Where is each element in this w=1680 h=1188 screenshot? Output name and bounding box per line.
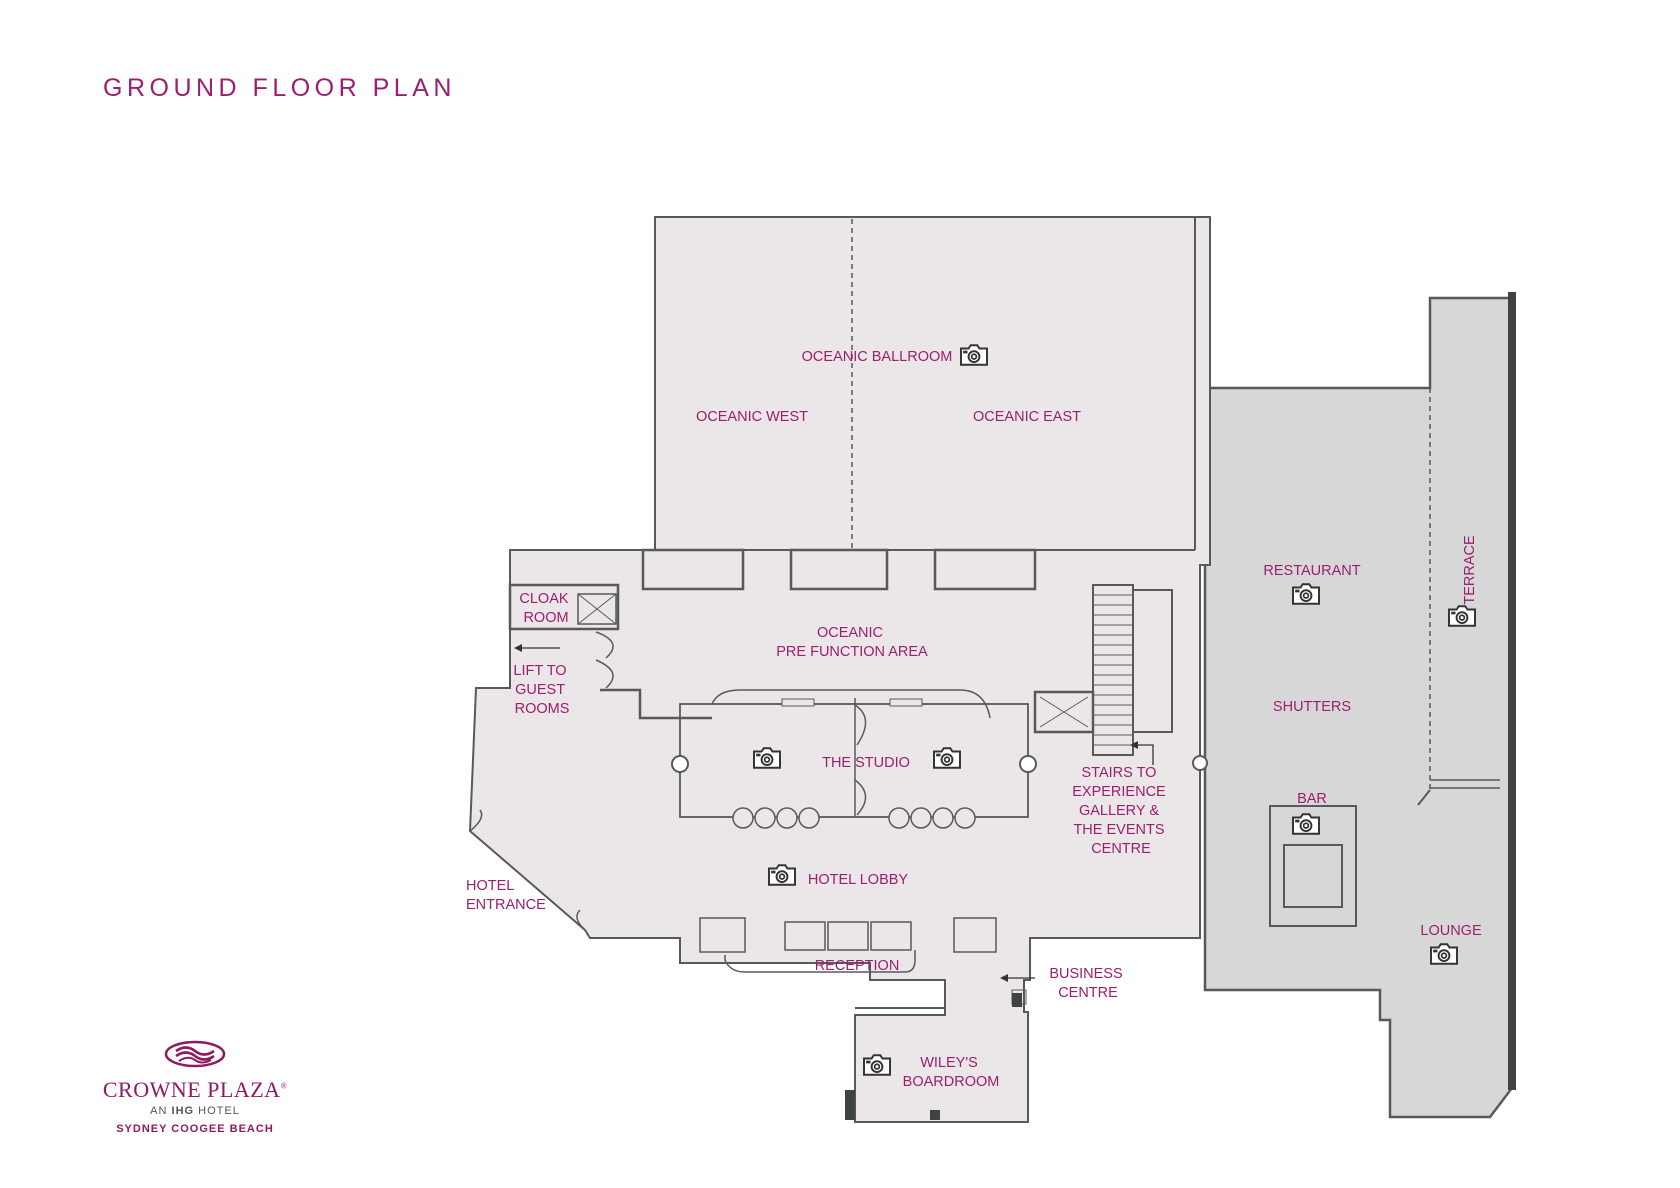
storage-west bbox=[641, 548, 745, 591]
entrance-doors bbox=[469, 809, 586, 931]
column-west bbox=[671, 755, 689, 773]
label-oceanic-west: OCEANIC WEST bbox=[696, 409, 808, 425]
business-arrowhead bbox=[1000, 974, 1008, 982]
label-terrace: TERRACE bbox=[1462, 535, 1478, 605]
label-shutters: SHUTTERS bbox=[1273, 699, 1351, 715]
camera-icon-studio-west[interactable] bbox=[752, 747, 782, 769]
lift-shaft bbox=[577, 593, 617, 625]
camera-icon-terrace[interactable] bbox=[1447, 605, 1477, 627]
bar-counter-outer bbox=[1269, 805, 1357, 927]
stairs-arrowhead bbox=[1130, 741, 1138, 749]
stairs-arrow bbox=[1132, 744, 1154, 765]
label-reception: RECEPTION bbox=[815, 958, 900, 974]
camera-icon-studio-east[interactable] bbox=[932, 747, 962, 769]
label-lift-to-guest-rooms: LIFT TO GUEST ROOMS bbox=[513, 663, 570, 717]
boardroom-wall-block-2 bbox=[845, 1090, 855, 1120]
studio-doors bbox=[711, 689, 991, 816]
camera-icon-boardroom[interactable] bbox=[862, 1054, 892, 1076]
camera-icon-lobby[interactable] bbox=[767, 864, 797, 886]
label-hotel-entrance: HOTEL ENTRANCE bbox=[466, 878, 546, 913]
reception-desks bbox=[699, 917, 997, 953]
logo-brand: CROWNE PLAZA® bbox=[102, 1077, 288, 1102]
logo-location: SYDNEY COOGEE BEACH bbox=[116, 1123, 274, 1135]
lift-arrowhead bbox=[514, 644, 522, 652]
studio-seating bbox=[732, 807, 976, 829]
stair-treads bbox=[1093, 594, 1133, 746]
logo-tagline: AN IHG HOTEL bbox=[150, 1105, 240, 1117]
storage-centre bbox=[789, 548, 889, 591]
camera-icon-lounge[interactable] bbox=[1429, 943, 1459, 965]
crowne-plaza-logo-icon bbox=[164, 1040, 226, 1068]
main-building bbox=[468, 216, 1211, 1123]
boardroom-wall-block bbox=[1012, 993, 1022, 1007]
lounge-wall bbox=[1417, 789, 1431, 806]
label-bar: BAR bbox=[1297, 791, 1327, 807]
restaurant-area bbox=[1203, 296, 1514, 1119]
label-restaurant: RESTAURANT bbox=[1263, 563, 1360, 579]
storage-east bbox=[933, 548, 1037, 591]
column-restaurant bbox=[1192, 755, 1208, 771]
staircase bbox=[1092, 584, 1134, 756]
label-business-centre: BUSINESS CENTRE bbox=[1049, 966, 1126, 1001]
studio-panel-2 bbox=[889, 698, 923, 707]
camera-icon-restaurant[interactable] bbox=[1291, 583, 1321, 605]
column-east bbox=[1019, 755, 1037, 773]
bar-counter-inner bbox=[1283, 844, 1343, 908]
label-cloak-room: CLOAK ROOM bbox=[519, 591, 572, 626]
studio-panel-1 bbox=[781, 698, 815, 707]
stair-well-wall bbox=[1133, 589, 1173, 733]
reception-counter bbox=[724, 950, 916, 973]
label-the-studio: THE STUDIO bbox=[822, 755, 910, 771]
camera-icon-bar[interactable] bbox=[1291, 813, 1321, 835]
label-oceanic-east: OCEANIC EAST bbox=[973, 409, 1081, 425]
label-oceanic-ballroom: OCEANIC BALLROOM bbox=[802, 349, 953, 365]
label-prefunction-area: OCEANIC PRE FUNCTION AREA bbox=[776, 625, 928, 660]
lift-doors bbox=[595, 631, 614, 689]
label-stairs: STAIRS TO EXPERIENCE GALLERY & THE EVENT… bbox=[1072, 765, 1170, 857]
crowne-plaza-logo: CROWNE PLAZA® AN IHG HOTEL SYDNEY COOGEE… bbox=[100, 1040, 290, 1135]
label-hotel-lobby: HOTEL LOBBY bbox=[808, 872, 909, 888]
camera-icon-ballroom[interactable] bbox=[959, 344, 989, 366]
label-lounge: LOUNGE bbox=[1420, 923, 1482, 939]
label-boardroom: WILEY'S BOARDROOM bbox=[903, 1055, 1000, 1090]
service-lift-cross-2 bbox=[1039, 696, 1089, 728]
lift-shaft-cross-2 bbox=[577, 593, 617, 625]
boardroom-wall-block-3 bbox=[930, 1110, 940, 1120]
studio-west-wall bbox=[600, 688, 712, 720]
page-title: GROUND FLOOR PLAN bbox=[103, 74, 456, 102]
